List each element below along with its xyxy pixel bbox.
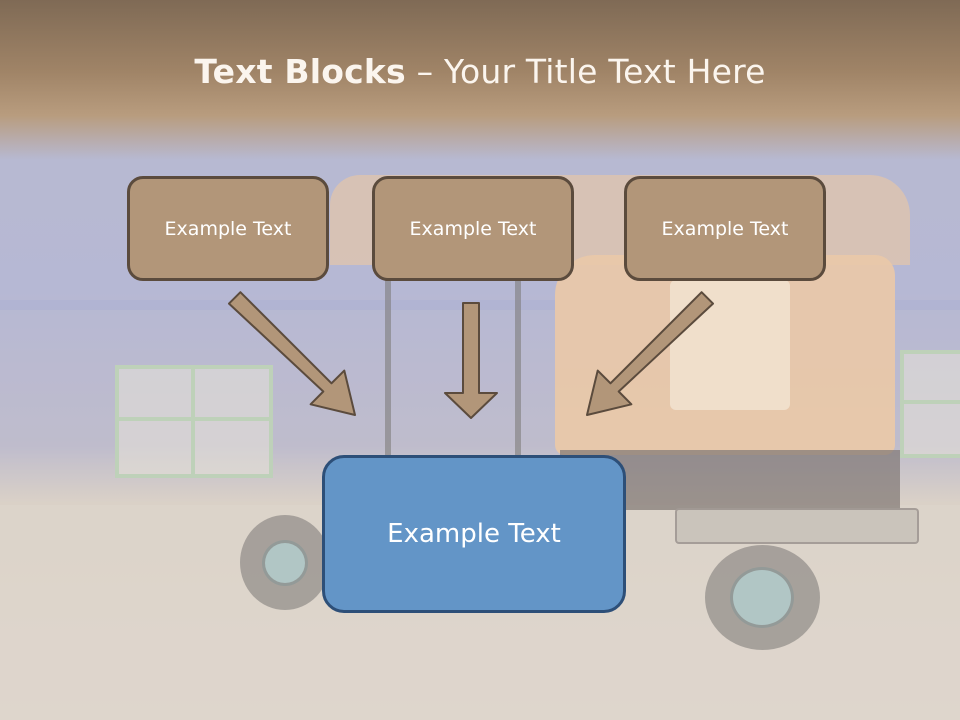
arrow-center [444, 302, 498, 419]
text-block-2[interactable]: Example Text [372, 176, 574, 281]
rickshaw-cab [670, 280, 790, 410]
rickshaw-pole [385, 280, 391, 460]
title-bold: Text Blocks [194, 52, 406, 91]
text-block-1[interactable]: Example Text [127, 176, 329, 281]
text-block-2-label: Example Text [409, 217, 537, 240]
result-block-label: Example Text [387, 519, 561, 549]
title-rest: Your Title Text Here [443, 52, 766, 91]
text-block-3[interactable]: Example Text [624, 176, 826, 281]
text-block-1-label: Example Text [164, 217, 292, 240]
title-band [0, 0, 960, 160]
arrow-right [586, 291, 714, 416]
front-wheel [240, 515, 330, 610]
rear-wheel [705, 545, 820, 650]
result-block[interactable]: Example Text [322, 455, 626, 613]
text-block-3-label: Example Text [661, 217, 789, 240]
rickshaw-pole [515, 280, 521, 460]
arrow-left [228, 291, 356, 416]
wall-window-left [115, 365, 273, 478]
wall-window-right [900, 350, 960, 458]
slide-title: Text Blocks – Your Title Text Here [0, 52, 960, 91]
title-dash: – [405, 52, 444, 91]
rickshaw-bumper [675, 508, 919, 544]
